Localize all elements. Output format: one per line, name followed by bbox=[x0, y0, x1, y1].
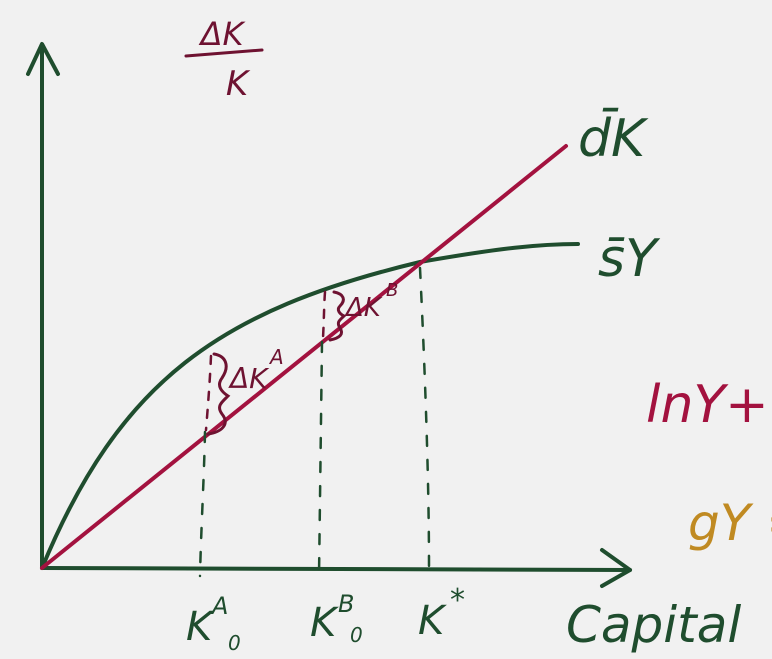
tick-kstar: K * bbox=[418, 583, 465, 644]
delta-b-label: ΔK B bbox=[344, 280, 398, 323]
x-axis bbox=[40, 566, 632, 572]
y-axis-fraction-bar bbox=[184, 48, 264, 58]
tick-kstar-main: K bbox=[418, 598, 447, 644]
x-axis-label: Capital bbox=[566, 596, 741, 654]
saving-curve-sy bbox=[40, 242, 580, 570]
cut-text-ln: lnY+ bbox=[646, 375, 769, 435]
guide-k0b bbox=[317, 340, 324, 578]
y-axis-arrowhead bbox=[26, 42, 60, 76]
guide-k0a bbox=[198, 430, 207, 578]
dashed-guides bbox=[198, 266, 431, 578]
tick-k0a-sup: A bbox=[210, 592, 228, 620]
tick-k0b-sup: B bbox=[338, 590, 354, 618]
brace-delta-b bbox=[328, 290, 347, 342]
guide-kstar bbox=[418, 266, 431, 568]
guide-b-gap bbox=[321, 290, 327, 340]
delta-a-text: ΔK bbox=[228, 362, 270, 395]
tick-kstar-sup: * bbox=[450, 583, 465, 618]
y-axis-fraction: ΔK K bbox=[184, 15, 264, 104]
delta-b-sup: B bbox=[386, 280, 398, 301]
tick-k0b-main: K bbox=[310, 600, 339, 646]
tick-k0a: K A 0 bbox=[186, 592, 241, 655]
delta-b-text: ΔK bbox=[344, 293, 383, 323]
depreciation-line-dk bbox=[40, 144, 568, 570]
tick-k0a-sub: 0 bbox=[228, 631, 241, 655]
delta-a-label: ΔK A bbox=[228, 345, 284, 395]
y-axis-fraction-top: ΔK bbox=[198, 15, 247, 53]
dashed-guides-upper bbox=[204, 290, 327, 432]
brace-delta-a bbox=[206, 352, 231, 436]
line-label-dk: d̄K bbox=[578, 108, 649, 169]
tick-k0a-main: K bbox=[186, 604, 215, 650]
tick-k0b-sub: 0 bbox=[350, 623, 363, 647]
y-axis-fraction-bottom: K bbox=[226, 64, 251, 104]
x-axis-arrowhead bbox=[600, 548, 632, 588]
cut-text-gy: gY = bbox=[688, 494, 772, 552]
guide-a-gap bbox=[204, 354, 213, 432]
axes bbox=[26, 42, 632, 588]
curve-label-sy: s̄Y bbox=[598, 229, 661, 289]
tick-k0b: K B 0 bbox=[310, 590, 363, 647]
delta-a-sup: A bbox=[268, 345, 284, 369]
